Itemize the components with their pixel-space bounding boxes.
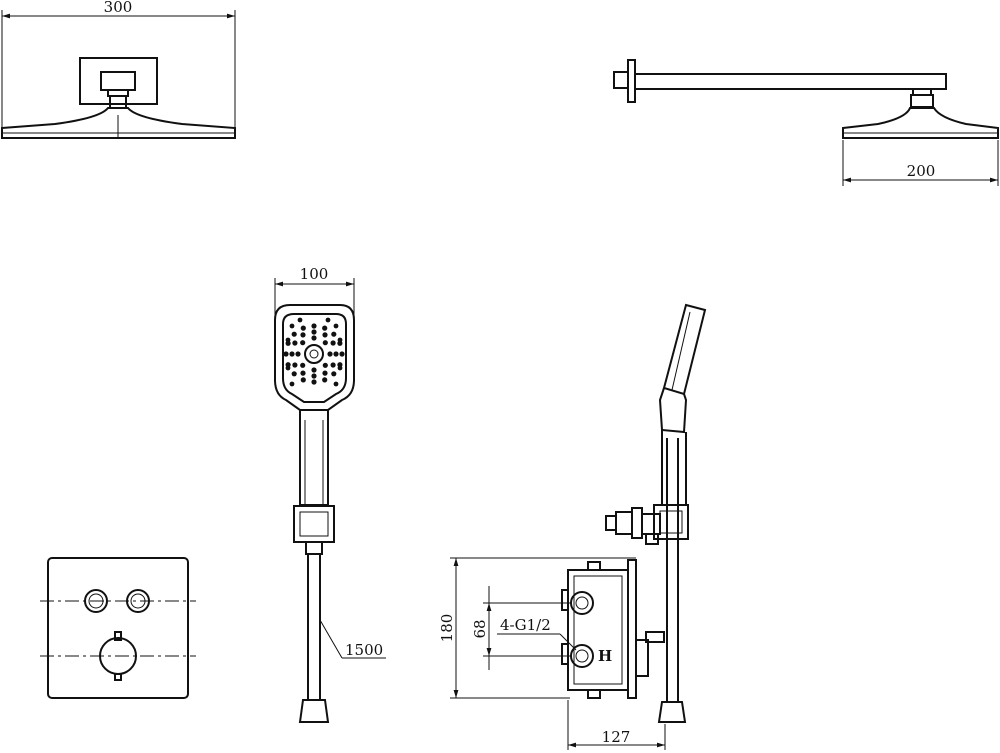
dim-arm-length: 200 (907, 162, 936, 180)
dim-body-depth: 127 (602, 728, 631, 746)
nozzle-dot (331, 331, 337, 337)
nozzle-dot (292, 362, 298, 368)
nozzle-dot (322, 325, 328, 331)
nozzle-dot (289, 381, 295, 387)
nozzle-dot (322, 332, 328, 338)
nozzle-dot (300, 377, 306, 383)
nozzle-dot (285, 365, 291, 371)
rain-head-front-view: 300 (1, 0, 236, 139)
nozzle-dot (300, 370, 306, 376)
nozzle-dot (311, 379, 317, 385)
dim-body-depth-group: 127 (567, 700, 666, 750)
nozzle-dot (289, 323, 295, 329)
dim-body-height: 180 (438, 614, 456, 643)
dim-inlet-thread: 4-G1/2 (500, 616, 551, 634)
nozzle-dot (300, 325, 306, 331)
dim-hand-shower-width: 100 (300, 265, 329, 283)
nozzle-dot (322, 377, 328, 383)
nozzle-dot (325, 317, 331, 323)
nozzle-dot (297, 317, 303, 323)
nozzle-dot (322, 340, 328, 346)
valve-side-view: H (561, 303, 707, 723)
nozzle-dot (311, 323, 317, 329)
nozzle-dot (322, 362, 328, 368)
nozzle-dot (300, 332, 306, 338)
nozzle-dot (311, 329, 317, 335)
dim-body-height-group: 180 (438, 557, 636, 699)
control-plate-front-view (40, 557, 196, 699)
nozzle-dot (292, 340, 298, 346)
nozzle-dot (285, 337, 291, 343)
nozzle-dot (311, 367, 317, 373)
hand-shower-nozzles (283, 317, 345, 387)
nozzle-dot (283, 351, 289, 357)
nozzle-dot (330, 340, 336, 346)
dim-rain-head-width: 300 (104, 0, 133, 16)
thread-callout: 4-G1/2 (497, 616, 577, 651)
nozzle-dot (330, 362, 336, 368)
nozzle-dot (337, 365, 343, 371)
dim-inlet-spacing: 68 (471, 619, 489, 638)
nozzle-dot (337, 337, 343, 343)
nozzle-dot (311, 335, 317, 341)
nozzle-dot (322, 370, 328, 376)
nozzle-dot (333, 381, 339, 387)
nozzle-dot (339, 351, 345, 357)
dim-inlet-spacing-group: 68 (471, 586, 572, 670)
nozzle-dot (295, 351, 301, 357)
hot-inlet-marking: H (598, 647, 612, 665)
nozzle-dot (327, 351, 333, 357)
nozzle-dot (333, 351, 339, 357)
nozzle-dot (291, 371, 297, 377)
nozzle-dot (289, 351, 295, 357)
nozzle-dot (300, 362, 306, 368)
rain-head-side-view: 200 (613, 59, 999, 186)
nozzle-dot (333, 323, 339, 329)
hand-shower-front-view: 100 1500 (274, 265, 386, 723)
nozzle-dot (331, 371, 337, 377)
nozzle-dot (291, 331, 297, 337)
dim-hose-length: 1500 (345, 641, 383, 659)
nozzle-dot (311, 373, 317, 379)
nozzle-dot (300, 340, 306, 346)
